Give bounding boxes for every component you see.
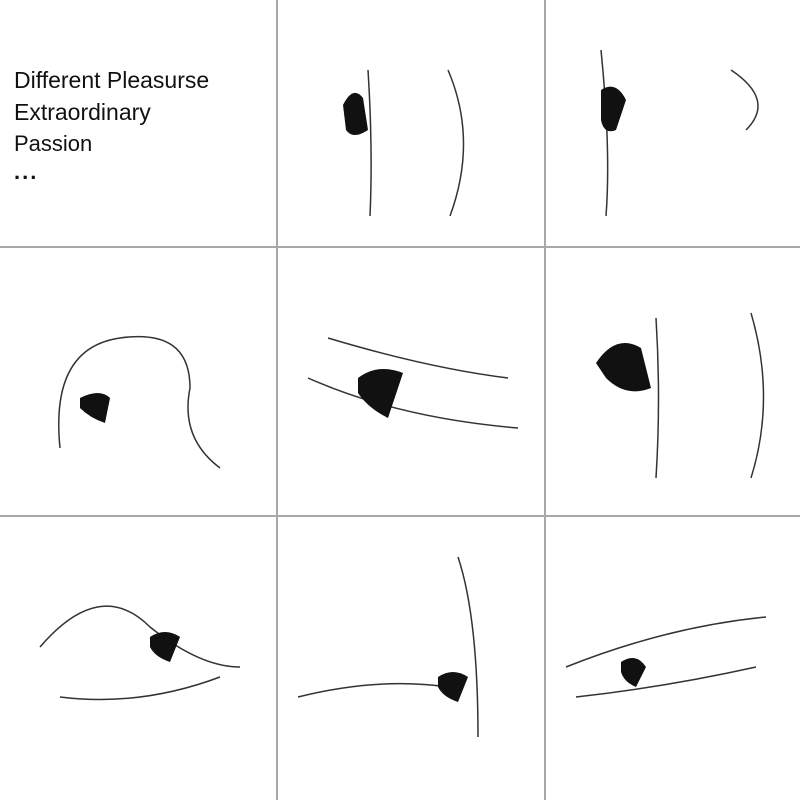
- illustration-usage-7: [278, 517, 544, 800]
- grid-divider-vertical-1: [276, 0, 278, 800]
- illustration-usage-4: [278, 248, 544, 515]
- caption-text: Different Pleasurse Extraordinary Passio…: [14, 64, 209, 188]
- illustration-usage-6: [0, 517, 276, 800]
- caption-line-3: Passion: [14, 131, 93, 156]
- illustration-usage-8: [546, 517, 800, 800]
- illustration-usage-2: [546, 0, 800, 246]
- grid-divider-horizontal-2: [0, 515, 800, 517]
- caption-cell: Different Pleasurse Extraordinary Passio…: [0, 0, 276, 246]
- caption-line-2: Extraordinary: [14, 99, 151, 125]
- grid-divider-horizontal-1: [0, 246, 800, 248]
- caption-line-1: Different Pleasurse: [14, 67, 210, 93]
- illustration-usage-5: [546, 248, 800, 515]
- illustration-usage-3: [0, 248, 276, 515]
- grid-divider-vertical-2: [544, 0, 546, 800]
- illustration-usage-1: [278, 0, 544, 246]
- caption-ellipsis: ...: [14, 159, 39, 184]
